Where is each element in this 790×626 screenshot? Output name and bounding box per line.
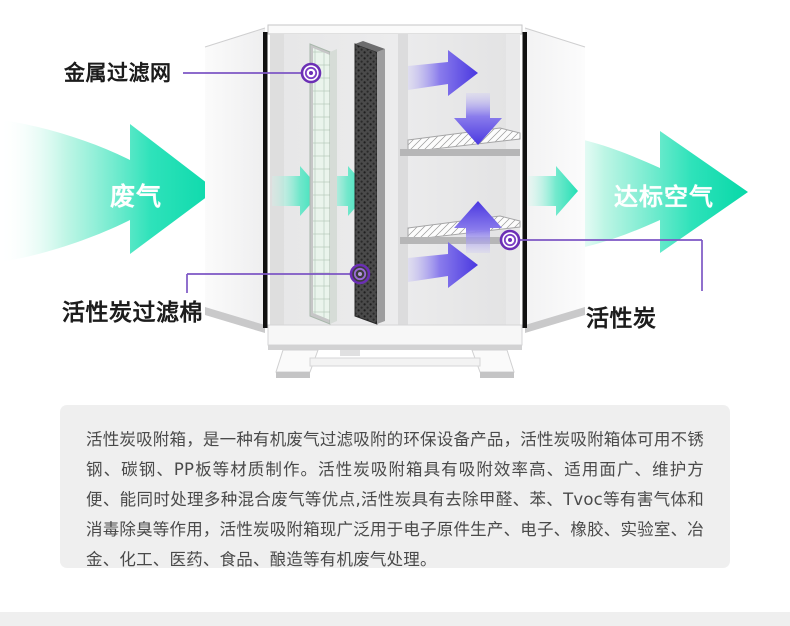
callout-label-carbon-cotton: 活性炭过滤棉 — [62, 300, 203, 326]
flow-arrow-clean-air — [548, 131, 748, 254]
cabinet-inner-divider — [398, 34, 408, 332]
product-description-text: 活性炭吸附箱，是一种有机废气过滤吸附的环保设备产品，活性炭吸附箱体可用不锈钢、碳… — [86, 430, 704, 569]
flow-label-waste-gas: 废气 — [110, 182, 163, 211]
marker-metal-mesh-icon — [300, 62, 322, 84]
inner-purple-arrow-bottom-up — [454, 201, 502, 253]
working-principle-diagram: 金属过滤网 活性炭过滤棉 活性炭 废气 达标空气 — [0, 24, 748, 378]
inner-purple-arrow-bottom-right — [408, 242, 478, 288]
carbon-cotton-filter-panel — [354, 41, 385, 325]
callout-label-metal-mesh: 金属过滤网 — [64, 61, 172, 85]
inner-purple-arrow-top-down — [454, 93, 502, 145]
cabinet-base-and-legs — [267, 324, 523, 378]
cabinet-frame-rails — [263, 32, 527, 328]
flow-label-clean-air: 达标空气 — [614, 183, 714, 211]
callout-connector-carbon-cotton — [186, 273, 358, 293]
marker-carbon-cotton-icon — [349, 263, 371, 285]
callout-label-activated-carbon: 活性炭 — [586, 306, 657, 332]
marker-activated-carbon-icon — [499, 229, 521, 251]
product-description-panel: 活性炭吸附箱，是一种有机废气过滤吸附的环保设备产品，活性炭吸附箱体可用不锈钢、碳… — [60, 405, 730, 569]
page-bottom-band — [0, 612, 790, 626]
callout-connector-activated-carbon — [516, 239, 703, 291]
cabinet-left-side-panel — [204, 27, 266, 333]
diagram-canvas — [0, 24, 748, 378]
metal-mesh-filter-panel — [309, 43, 337, 325]
inner-flow-arrow-right — [528, 166, 578, 216]
inner-purple-arrow-top-right — [408, 50, 478, 96]
flow-arrow-waste-gas — [0, 120, 216, 262]
